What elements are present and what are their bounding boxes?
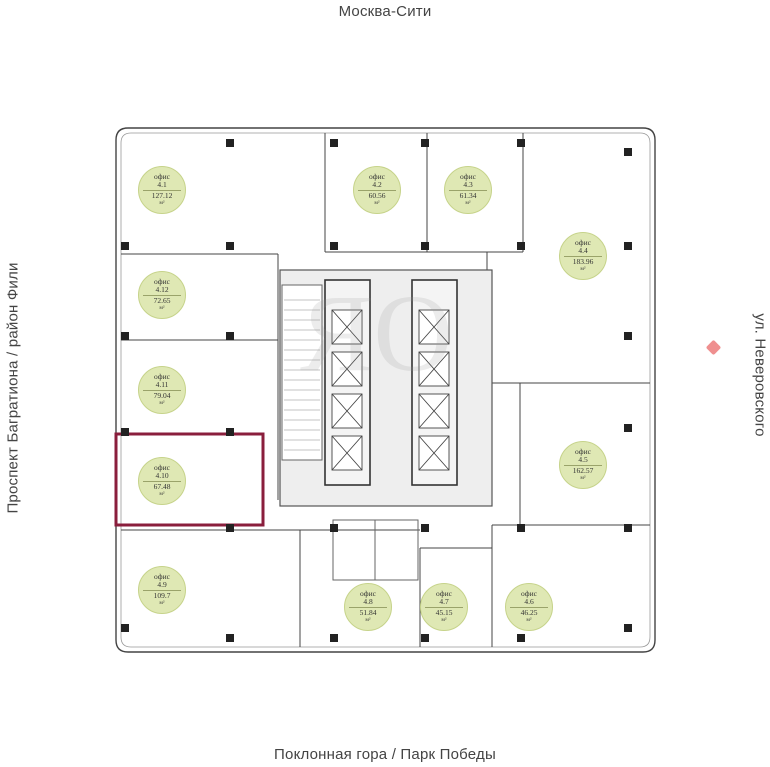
building-core: [279, 269, 493, 507]
direction-north: Москва-Сити: [338, 3, 432, 20]
direction-south: Поклонная гора / Парк Победы: [274, 746, 496, 763]
columns: [121, 139, 632, 642]
office-4-10-highlight: [114, 432, 265, 527]
outer-wall: [115, 127, 656, 653]
elevator-shafts: [331, 309, 450, 471]
